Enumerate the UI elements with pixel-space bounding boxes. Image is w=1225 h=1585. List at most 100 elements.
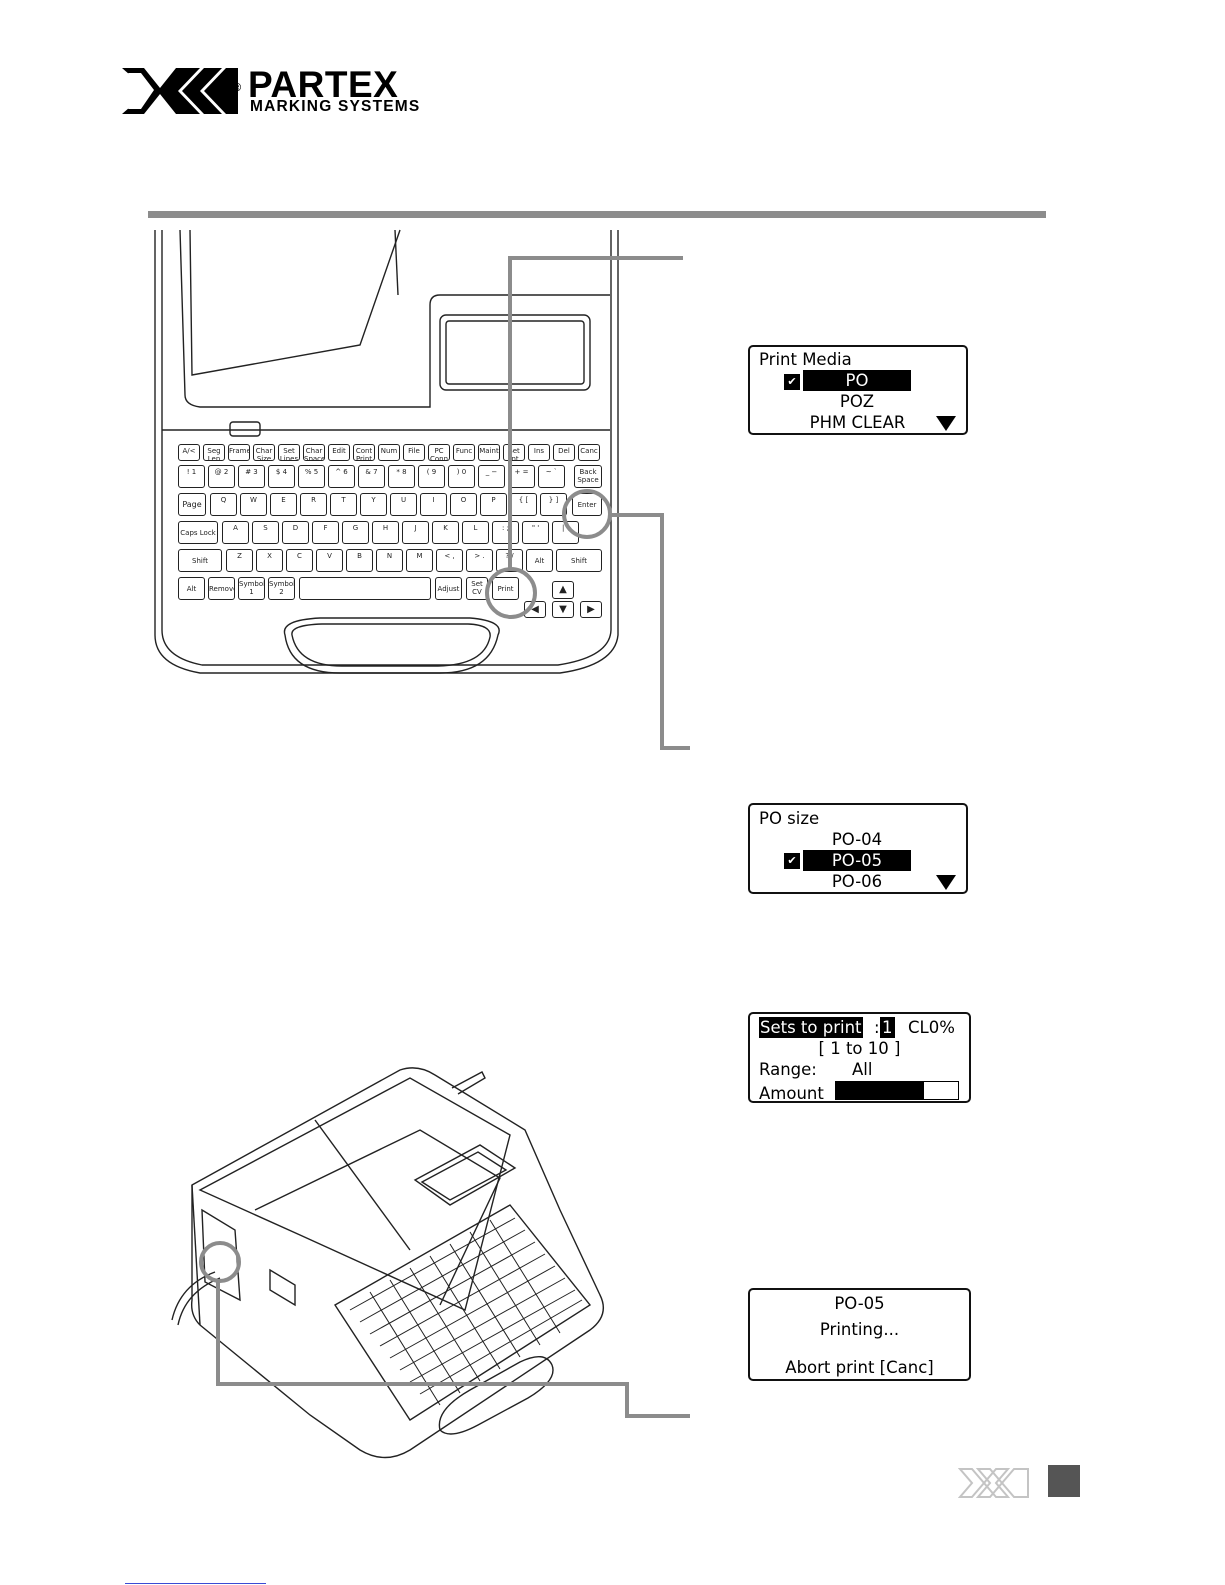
- callout-line: [508, 256, 512, 568]
- key-k[interactable]: K: [432, 521, 459, 544]
- page-marker: [1048, 1465, 1080, 1497]
- key-i[interactable]: I: [420, 493, 447, 516]
- key-function-2[interactable]: Frame: [228, 444, 250, 461]
- key-number-4[interactable]: % 5: [298, 465, 325, 488]
- key-l[interactable]: L: [462, 521, 489, 544]
- key-e[interactable]: E: [270, 493, 297, 516]
- menu-item[interactable]: PO-06: [831, 872, 883, 891]
- key-comma[interactable]: < ,: [436, 549, 463, 572]
- key-m[interactable]: M: [406, 549, 433, 572]
- key-function-16[interactable]: Canc: [578, 444, 600, 461]
- key-r[interactable]: R: [300, 493, 327, 516]
- key-number-3[interactable]: $ 4: [268, 465, 295, 488]
- printer-isometric-illustration: [171, 1067, 604, 1459]
- key-function-1[interactable]: Seg Len: [203, 444, 225, 461]
- key-number-8[interactable]: ( 9: [418, 465, 445, 488]
- connector-highlight: [199, 1241, 241, 1283]
- key-d[interactable]: D: [282, 521, 309, 544]
- key-number-10[interactable]: _ −: [478, 465, 505, 488]
- key-w[interactable]: W: [240, 493, 267, 516]
- key-j[interactable]: J: [402, 521, 429, 544]
- menu-item[interactable]: PHM CLEAR: [809, 413, 906, 432]
- abort-print-hint[interactable]: Abort print [Canc]: [785, 1358, 934, 1377]
- key-function-11[interactable]: Func: [453, 444, 475, 461]
- key-s[interactable]: S: [252, 521, 279, 544]
- partex-chevron-icon: [122, 68, 238, 114]
- key-t[interactable]: T: [330, 493, 357, 516]
- key-close-bracket[interactable]: } ]: [540, 493, 567, 516]
- key-function-9[interactable]: File: [403, 444, 425, 461]
- key-number-12[interactable]: ~ `: [538, 465, 565, 488]
- menu-item[interactable]: PO-04: [831, 830, 883, 849]
- key-function-15[interactable]: Del: [553, 444, 575, 461]
- key-quote[interactable]: " ': [522, 521, 549, 544]
- key-x[interactable]: X: [256, 549, 283, 572]
- key-number-5[interactable]: ^ 6: [328, 465, 355, 488]
- key-number-11[interactable]: + =: [508, 465, 535, 488]
- partex-watermark-icon: [958, 1468, 1029, 1498]
- key-backspace[interactable]: Back Space: [574, 465, 602, 488]
- key-function-8[interactable]: Num: [378, 444, 400, 461]
- key-n[interactable]: N: [376, 549, 403, 572]
- key-number-6[interactable]: & 7: [358, 465, 385, 488]
- arrow-right-key[interactable]: ▶: [580, 601, 602, 618]
- sets-value[interactable]: 1: [880, 1017, 895, 1038]
- key-function-10[interactable]: PC Conn: [428, 444, 450, 461]
- key-remove[interactable]: Remove: [208, 577, 235, 600]
- key-c[interactable]: C: [286, 549, 313, 572]
- key-function-5[interactable]: Char Space: [303, 444, 325, 461]
- key-number-2[interactable]: # 3: [238, 465, 265, 488]
- key-semicolon[interactable]: : ;: [492, 521, 519, 544]
- key-function-7[interactable]: Cont Print: [353, 444, 375, 461]
- key-symbol-1[interactable]: Symbol 1: [238, 577, 265, 600]
- key-adjust[interactable]: Adjust: [435, 577, 462, 600]
- key-a[interactable]: A: [222, 521, 249, 544]
- key-function-3[interactable]: Char Size: [253, 444, 275, 461]
- key-caps-lock[interactable]: Caps Lock: [178, 521, 218, 544]
- menu-item-selected[interactable]: PO-05: [803, 850, 911, 871]
- key-z[interactable]: Z: [226, 549, 253, 572]
- callout-line: [216, 1279, 220, 1386]
- key-y[interactable]: Y: [360, 493, 387, 516]
- key-alt-left[interactable]: Alt: [178, 577, 205, 600]
- range-hint: [ 1 to 10 ]: [818, 1039, 901, 1058]
- key-p[interactable]: P: [480, 493, 507, 516]
- key-open-bracket[interactable]: { [: [510, 493, 537, 516]
- key-h[interactable]: H: [372, 521, 399, 544]
- key-function-14[interactable]: Ins: [528, 444, 550, 461]
- arrow-down-key[interactable]: ▼: [552, 601, 574, 618]
- key-number-9[interactable]: ) 0: [448, 465, 475, 488]
- key-f[interactable]: F: [312, 521, 339, 544]
- key-space[interactable]: [299, 577, 431, 600]
- key-function-12[interactable]: Maint: [478, 444, 500, 461]
- key-function-4[interactable]: Set Lines: [278, 444, 300, 461]
- key-function-6[interactable]: Edit: [328, 444, 350, 461]
- key-number-1[interactable]: @ 2: [208, 465, 235, 488]
- key-shift-right[interactable]: Shift: [556, 549, 602, 572]
- menu-item-selected[interactable]: PO: [803, 370, 911, 391]
- key-page[interactable]: Page: [178, 493, 206, 516]
- key-number-0[interactable]: ! 1: [178, 465, 205, 488]
- range-value[interactable]: All: [852, 1060, 873, 1079]
- lcd-sets-to-print: Sets to print : 1 CL0% [ 1 to 10 ] Range…: [748, 1012, 971, 1103]
- menu-item[interactable]: POZ: [839, 392, 875, 411]
- brand-name: PARTEX: [248, 64, 399, 105]
- key-number-7[interactable]: * 8: [388, 465, 415, 488]
- key-g[interactable]: G: [342, 521, 369, 544]
- key-function-13[interactable]: Set Int: [503, 444, 525, 461]
- key-period[interactable]: > .: [466, 549, 493, 572]
- key-b[interactable]: B: [346, 549, 373, 572]
- arrow-up-key[interactable]: ▲: [552, 581, 574, 599]
- cl-percent: CL0%: [908, 1018, 955, 1037]
- key-alt-right[interactable]: Alt: [526, 549, 553, 572]
- key-symbol-2[interactable]: Symbol 2: [268, 577, 295, 600]
- key-function-0[interactable]: A/<: [178, 444, 200, 461]
- key-u[interactable]: U: [390, 493, 417, 516]
- lcd-title: PO size: [759, 809, 820, 828]
- key-o[interactable]: O: [450, 493, 477, 516]
- key-q[interactable]: Q: [210, 493, 237, 516]
- callout-line: [660, 513, 664, 750]
- key-shift-left[interactable]: Shift: [178, 549, 222, 572]
- callout-line: [625, 1414, 690, 1418]
- key-v[interactable]: V: [316, 549, 343, 572]
